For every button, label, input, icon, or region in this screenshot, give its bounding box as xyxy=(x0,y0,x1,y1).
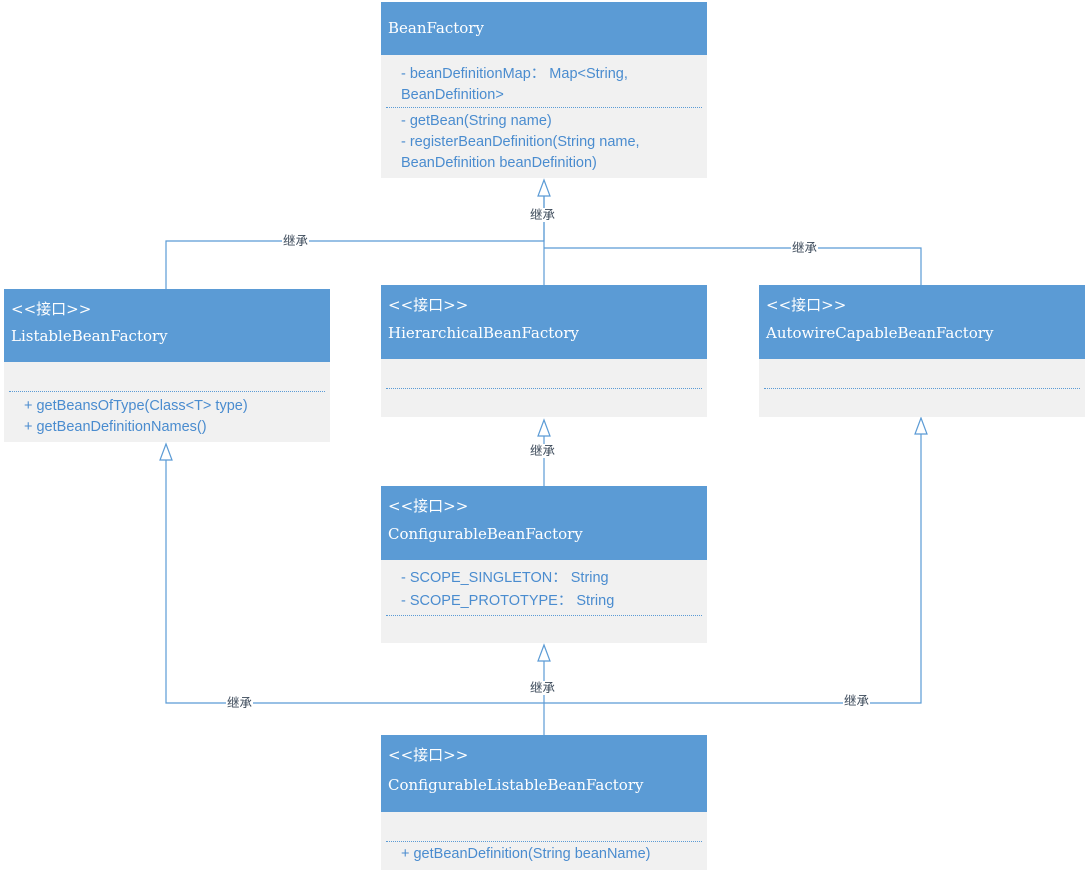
class-header: <<接口>> ConfigurableBeanFactory xyxy=(381,486,707,560)
stereotype: <<接口>> xyxy=(388,296,469,314)
class-body: - beanDefinitionMap： Map<String, BeanDef… xyxy=(381,55,707,178)
attribute: BeanDefinition> xyxy=(401,87,504,103)
edge-listable-to-beanfactory xyxy=(165,196,545,289)
class-name: AutowireCapableBeanFactory xyxy=(766,324,994,342)
separator xyxy=(386,841,702,842)
edge-label-configurable: 继承 xyxy=(529,680,557,695)
separator xyxy=(764,388,1080,389)
class-header: <<接口>> ConfigurableListableBeanFactory xyxy=(381,735,707,812)
edge-cl-to-autowire xyxy=(544,434,922,704)
attribute: - SCOPE_SINGLETON： String xyxy=(401,570,609,586)
class-hierarchical-bean-factory: <<接口>> HierarchicalBeanFactory xyxy=(381,285,707,417)
class-configurable-bean-factory: <<接口>> ConfigurableBeanFactory - SCOPE_S… xyxy=(381,486,707,643)
class-name: HierarchicalBeanFactory xyxy=(388,324,579,342)
class-configurable-listable-bean-factory: <<接口>> ConfigurableListableBeanFactory +… xyxy=(381,735,707,870)
class-header: BeanFactory xyxy=(381,2,707,55)
edge-label-autowire: 继承 xyxy=(791,240,819,255)
edge-label-cl-autowire: 继承 xyxy=(843,693,871,708)
class-header: <<接口>> ListableBeanFactory xyxy=(4,289,330,362)
edge-label-listable: 继承 xyxy=(282,233,310,248)
inherit-arrow-beanfactory xyxy=(537,178,551,197)
class-autowire-capable-bean-factory: <<接口>> AutowireCapableBeanFactory xyxy=(759,285,1085,417)
class-name: ConfigurableBeanFactory xyxy=(388,525,583,543)
class-name: BeanFactory xyxy=(388,19,484,37)
inherit-arrow-configurable xyxy=(537,643,551,662)
class-body xyxy=(759,359,1085,417)
method: + getBeansOfType(Class<T> type) xyxy=(24,398,248,414)
method: + getBeanDefinitionNames() xyxy=(24,419,207,435)
separator xyxy=(386,615,702,616)
class-name: ListableBeanFactory xyxy=(11,327,168,345)
class-body: - SCOPE_SINGLETON： String - SCOPE_PROTOT… xyxy=(381,560,707,643)
method: - registerBeanDefinition(String name, xyxy=(401,134,640,150)
class-body xyxy=(381,359,707,417)
separator xyxy=(386,107,702,108)
inherit-arrow-hierarchical xyxy=(537,418,551,437)
class-bean-factory: BeanFactory - beanDefinitionMap： Map<Str… xyxy=(381,2,707,178)
stereotype: <<接口>> xyxy=(11,300,92,318)
edge-cl-to-listable xyxy=(165,460,544,704)
class-header: <<接口>> HierarchicalBeanFactory xyxy=(381,285,707,359)
stereotype: <<接口>> xyxy=(388,746,469,764)
stereotype: <<接口>> xyxy=(766,296,847,314)
class-header: <<接口>> AutowireCapableBeanFactory xyxy=(759,285,1085,359)
separator xyxy=(386,388,702,389)
edge-autowire-to-beanfactory xyxy=(544,247,922,285)
attribute: - SCOPE_PROTOTYPE： String xyxy=(401,593,615,609)
edge-label-hierarchical: 继承 xyxy=(529,443,557,458)
inherit-arrow-autowire xyxy=(914,416,928,435)
method: - getBean(String name) xyxy=(401,113,552,129)
edge-label-beanfactory: 继承 xyxy=(529,207,557,222)
attribute: - beanDefinitionMap： Map<String, xyxy=(401,66,628,82)
class-listable-bean-factory: <<接口>> ListableBeanFactory + getBeansOfT… xyxy=(4,289,330,442)
edge-label-cl-listable: 继承 xyxy=(226,695,254,710)
inherit-arrow-listable xyxy=(159,442,173,461)
method: + getBeanDefinition(String beanName) xyxy=(401,846,651,862)
stereotype: <<接口>> xyxy=(388,497,469,515)
method: BeanDefinition beanDefinition) xyxy=(401,155,597,171)
separator xyxy=(9,391,325,392)
class-body: + getBeansOfType(Class<T> type) + getBea… xyxy=(4,362,330,442)
class-body: + getBeanDefinition(String beanName) xyxy=(381,812,707,870)
class-name: ConfigurableListableBeanFactory xyxy=(388,776,644,794)
